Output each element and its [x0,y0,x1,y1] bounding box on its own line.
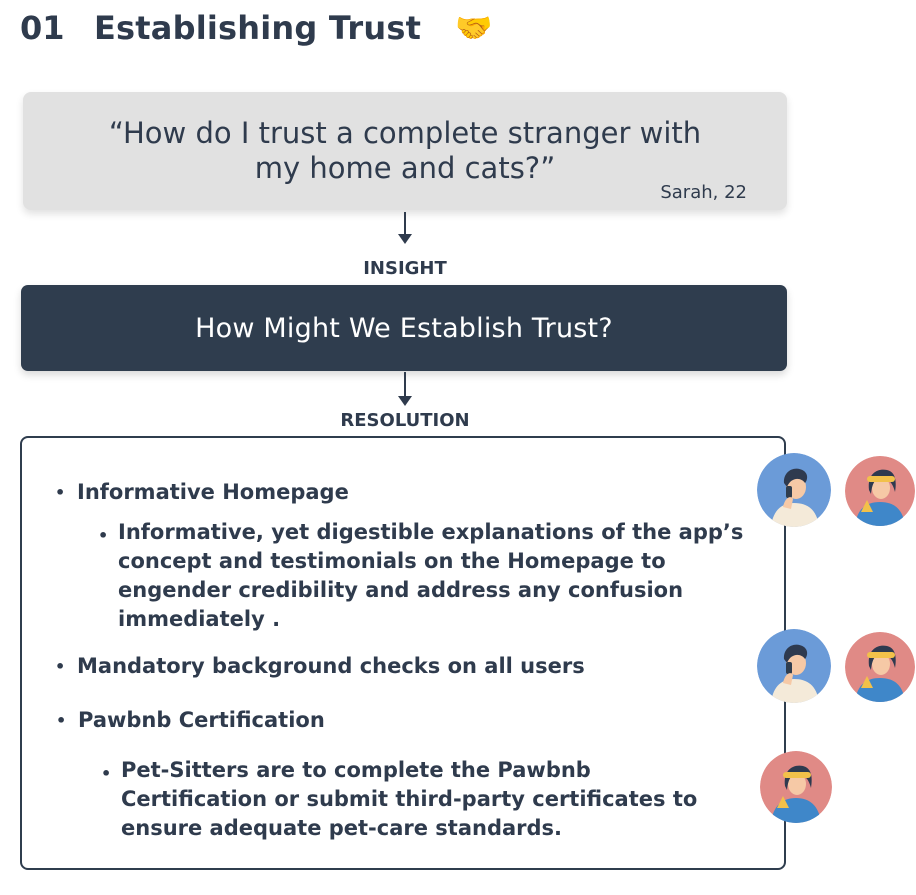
list-item: • Pawbnb Certification [78,708,325,732]
list-item-text: Informative Homepage [77,480,349,504]
handshake-icon: 🤝 [455,11,492,46]
woman-with-scarf-icon [760,751,832,823]
quote-text: “How do I trust a complete stranger with… [23,116,787,186]
resolution-card: • Informative Homepage • Informative, ye… [20,436,786,870]
resolution-label: RESOLUTION [0,410,810,431]
man-on-phone-icon [757,629,831,703]
list-item-text: Pawbnb Certification [78,708,325,732]
bullet-icon: • [101,759,111,788]
pet-sitter-avatar [845,456,915,526]
section-title: Establishing Trust [94,9,421,47]
list-item-text: Informative, yet digestible explanations… [118,520,743,631]
quote-author: Sarah, 22 [660,182,747,203]
how-might-we-text: How Might We Establish Trust? [195,313,613,344]
pet-owner-avatar [757,453,831,527]
man-on-phone-icon [757,453,831,527]
list-item: • Informative Homepage [77,480,349,504]
arrow-down-icon [404,212,406,242]
insight-label: INSIGHT [0,258,810,279]
list-subitem: • Informative, yet digestible explanatio… [118,518,758,634]
bullet-icon: • [56,711,66,730]
pet-sitter-avatar [760,751,832,823]
pet-sitter-avatar [845,632,915,702]
section-heading: 01 Establishing Trust 🤝 [20,6,492,50]
arrow-down-icon [404,372,406,404]
user-quote-card: “How do I trust a complete stranger with… [23,92,787,210]
quote-line-2: my home and cats?” [23,151,787,186]
woman-with-scarf-icon [845,632,915,702]
woman-with-scarf-icon [845,456,915,526]
list-item-text: Pet-Sitters are to complete the Pawbnb C… [121,758,697,840]
list-subitem: • Pet-Sitters are to complete the Pawbnb… [121,756,741,843]
how-might-we-card: How Might We Establish Trust? [21,285,787,371]
bullet-icon: • [98,521,108,550]
list-item: • Mandatory background checks on all use… [77,654,585,678]
pet-owner-avatar [757,629,831,703]
bullet-icon: • [55,657,65,676]
quote-line-1: “How do I trust a complete stranger with [23,116,787,151]
bullet-icon: • [55,483,65,502]
list-item-text: Mandatory background checks on all users [77,654,585,678]
section-number: 01 [20,9,94,47]
